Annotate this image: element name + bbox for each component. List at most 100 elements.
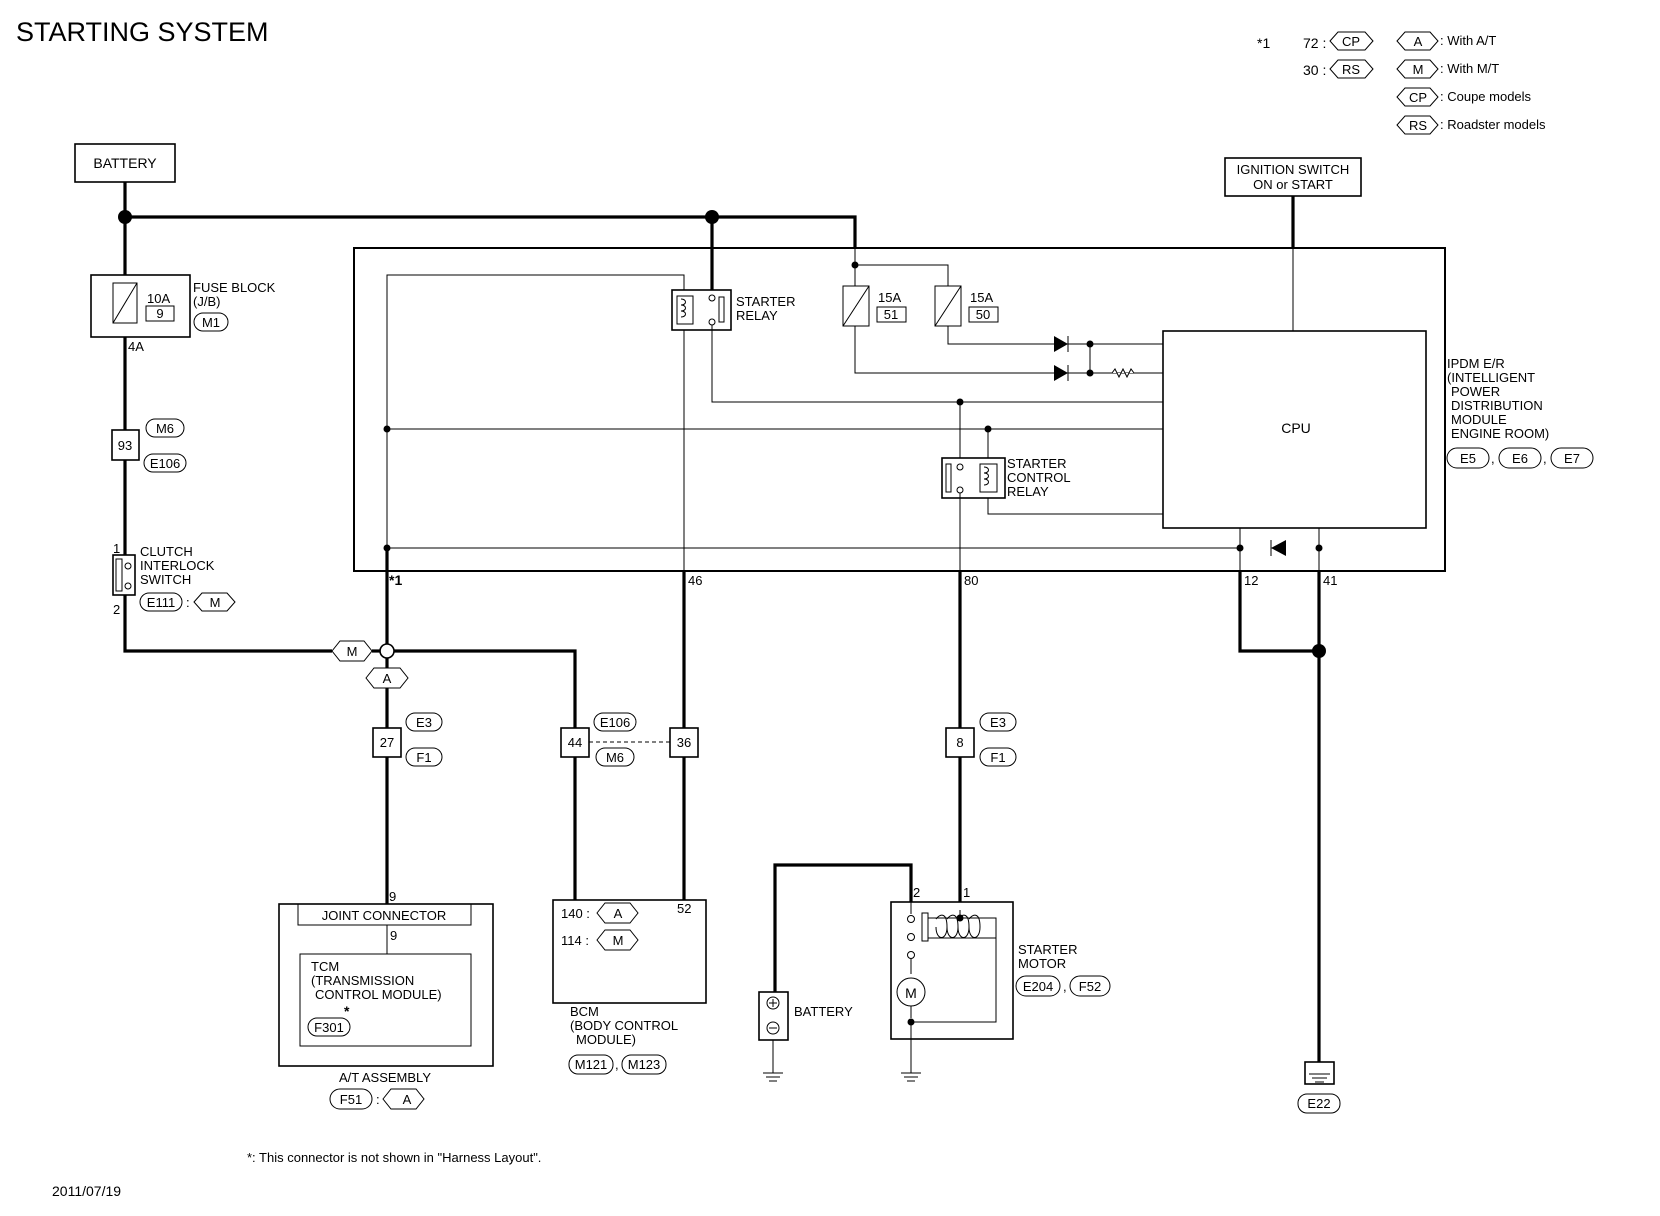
battery-bottom-label: BATTERY xyxy=(794,1004,853,1019)
footnote: *: This connector is not shown in "Harne… xyxy=(247,1150,541,1165)
connector-36-num: 36 xyxy=(677,735,691,750)
ipdm-label1: IPDM E/R xyxy=(1447,356,1505,371)
clutch-sep: : xyxy=(186,595,190,610)
connector-27-c2: F1 xyxy=(416,750,431,765)
ipdm-module xyxy=(353,247,1446,572)
pin-12: 12 xyxy=(1244,573,1258,588)
fuse-block xyxy=(90,274,191,338)
bcm-row-tag: A xyxy=(614,906,623,921)
tcm-label3: CONTROL MODULE) xyxy=(315,987,442,1002)
connector-8-num: 8 xyxy=(956,735,963,750)
pin-41: 41 xyxy=(1323,573,1337,588)
ground-e22-label: E22 xyxy=(1307,1096,1330,1111)
starter-motor-comma: , xyxy=(1063,979,1067,994)
fuse-50-num: 50 xyxy=(976,307,990,322)
note-row-num: 72 : xyxy=(1303,35,1326,51)
ground-icon xyxy=(763,1072,783,1082)
connector-93 xyxy=(111,429,140,461)
at-assembly-connector: F51 xyxy=(340,1092,362,1107)
cpu-label: CPU xyxy=(1281,420,1311,436)
battery-label: BATTERY xyxy=(93,155,157,171)
starter-motor-pin2: 2 xyxy=(913,885,920,900)
clutch-connector: E111 xyxy=(147,595,175,610)
bcm-connector: M123 xyxy=(628,1057,661,1072)
legend-tag: A xyxy=(1414,34,1423,49)
starter-motor-connector: E204 xyxy=(1023,979,1053,994)
cpu xyxy=(1162,330,1427,529)
legend-text: : Coupe models xyxy=(1440,89,1532,104)
ipdm-connector: E6 xyxy=(1512,451,1528,466)
connector-36 xyxy=(669,727,699,758)
fuse-51 xyxy=(842,285,870,327)
diagram-title: STARTING SYSTEM xyxy=(16,17,269,47)
clutch-tag: M xyxy=(210,595,221,610)
connector-27-c1: E3 xyxy=(416,715,432,730)
junction-tag-a xyxy=(365,667,409,689)
pin-star-1: *1 xyxy=(389,572,402,588)
legend-text: : With M/T xyxy=(1440,61,1499,76)
starter-motor-pin1: 1 xyxy=(963,885,970,900)
ground-icon xyxy=(901,1072,921,1082)
at-assembly xyxy=(278,903,494,1067)
legend-tag: CP xyxy=(1409,90,1427,105)
fuse-block-connector: M1 xyxy=(202,315,220,330)
ipdm-connector: E5 xyxy=(1460,451,1476,466)
junction-tag-m-text: M xyxy=(347,644,358,659)
ignition-switch-box xyxy=(1224,157,1362,197)
at-assembly-tag: A xyxy=(403,1092,412,1107)
legend-text: : With A/T xyxy=(1440,33,1496,48)
connector-93-num: 93 xyxy=(118,438,132,453)
note-row-tag: CP xyxy=(1342,34,1360,49)
bcm-row-tag: M xyxy=(613,933,624,948)
note-star-label: *1 xyxy=(1257,35,1270,51)
starter-control-relay-label3: RELAY xyxy=(1007,484,1049,499)
joint-connector-label: JOINT CONNECTOR xyxy=(322,908,446,923)
fuse-block-sub: (J/B) xyxy=(193,294,220,309)
legend-tag: M xyxy=(1413,62,1424,77)
diagram-date: 2011/07/19 xyxy=(52,1183,121,1199)
clutch-label1: CLUTCH xyxy=(140,544,193,559)
fuse-51-amp: 15A xyxy=(878,290,901,305)
fuse-num: 9 xyxy=(156,306,163,321)
tcm-star: * xyxy=(344,1003,350,1019)
starter-relay-label2: RELAY xyxy=(736,308,778,323)
fuse-amp: 10A xyxy=(147,291,170,306)
bcm-pin52: 52 xyxy=(677,901,691,916)
option-note: *1 72 : CP 30 : RS xyxy=(1257,31,1374,79)
fuse-block-pin: 4A xyxy=(128,339,144,354)
junction-tag-a-text: A xyxy=(383,671,392,686)
bcm-label3: MODULE) xyxy=(576,1032,636,1047)
ipdm-label5: MODULE xyxy=(1451,412,1507,427)
ignition-line2: ON or START xyxy=(1253,177,1333,192)
starter-control-relay xyxy=(941,457,1006,499)
clutch-pin2: 2 xyxy=(113,602,120,617)
tcm-connector: F301 xyxy=(314,1020,344,1035)
note-row-tag: RS xyxy=(1342,62,1360,77)
connector-27-num: 27 xyxy=(380,735,394,750)
bcm-connector: M121 xyxy=(575,1057,608,1072)
ipdm-connector: E7 xyxy=(1564,451,1580,466)
connector-27 xyxy=(372,727,402,758)
fuse-50-amp: 15A xyxy=(970,290,993,305)
connector-93-c1: M6 xyxy=(156,421,174,436)
legend-text: : Roadster models xyxy=(1440,117,1546,132)
at-assembly-sep: : xyxy=(376,1092,380,1107)
at-assembly-label: A/T ASSEMBLY xyxy=(339,1070,431,1085)
ipdm-label3: POWER xyxy=(1451,384,1500,399)
starter-motor-label2: MOTOR xyxy=(1018,956,1066,971)
connector-44-num: 44 xyxy=(568,735,582,750)
at-pin-joint: 9 xyxy=(390,928,397,943)
tcm xyxy=(299,953,472,1047)
ipdm-comma: , xyxy=(1543,451,1547,466)
at-pin-top: 9 xyxy=(389,889,396,904)
connector-93-c2: E106 xyxy=(150,456,180,471)
bcm-label1: BCM xyxy=(570,1004,599,1019)
fuse-51-num: 51 xyxy=(884,307,898,322)
tcm-label2: (TRANSMISSION xyxy=(311,973,414,988)
connector-44-c1: E106 xyxy=(600,715,630,730)
bcm-comma: , xyxy=(615,1057,619,1072)
ipdm-comma: , xyxy=(1491,451,1495,466)
bcm-row-num: 114 : xyxy=(561,933,589,948)
bcm-row-num: 140 : xyxy=(561,906,590,921)
